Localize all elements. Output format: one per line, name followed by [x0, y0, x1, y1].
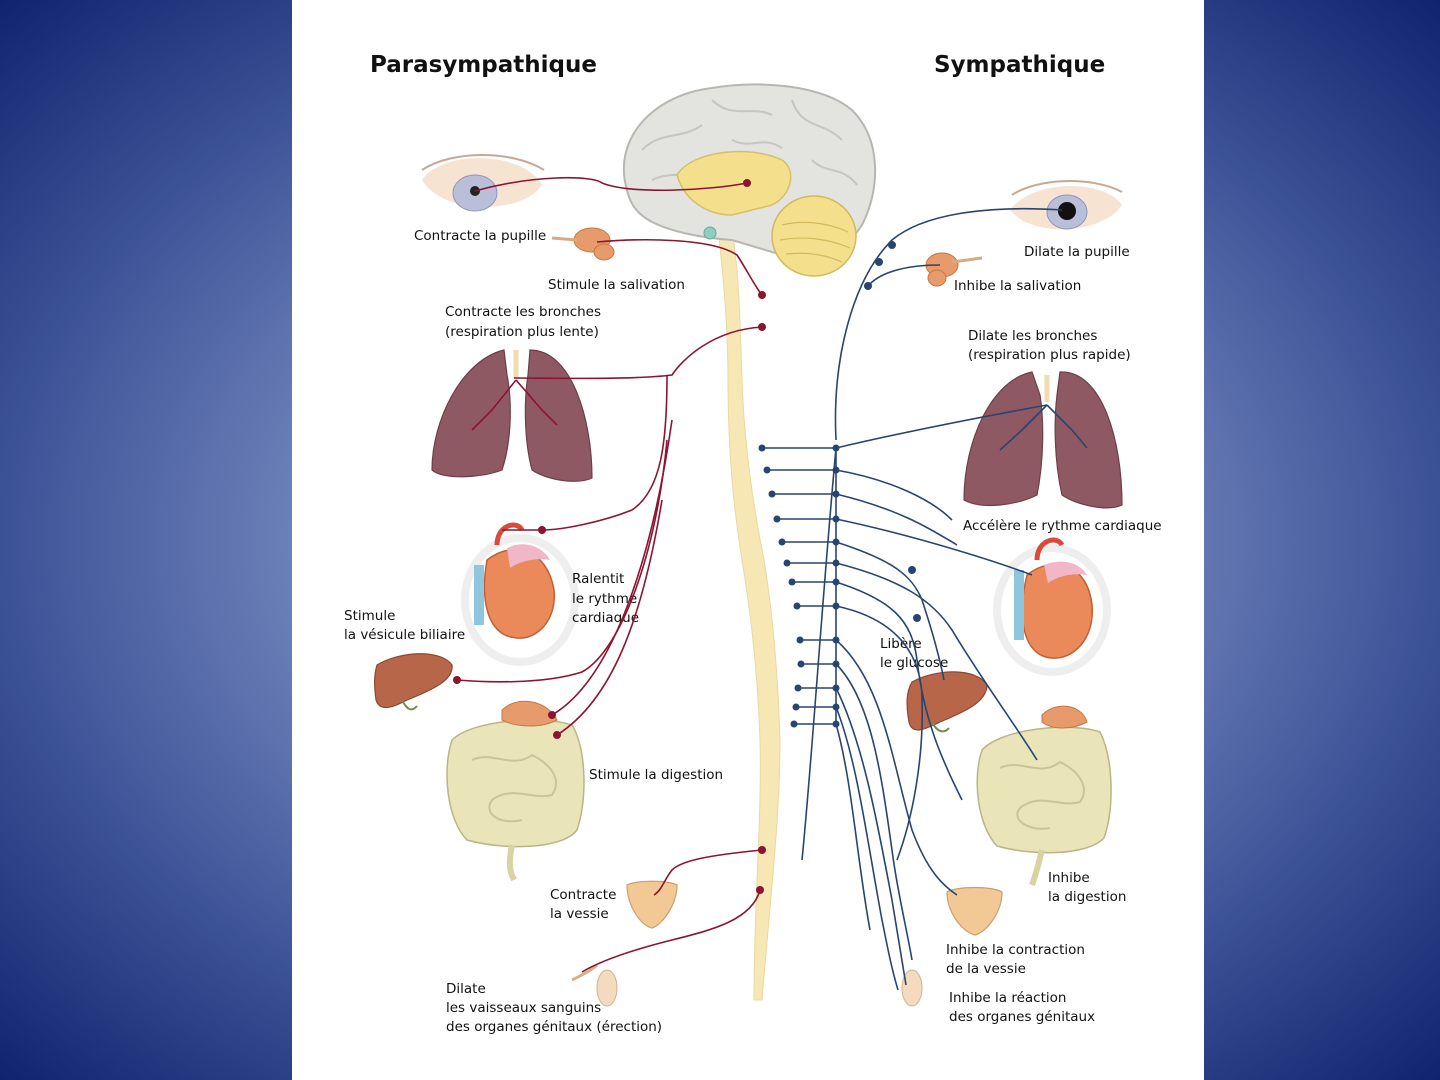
parasympathetic-heading: Parasympathique [370, 52, 597, 78]
left-lungs [431, 349, 593, 482]
brain-illustration [622, 83, 877, 277]
right-genitals [901, 969, 923, 1007]
left-salivary-gland [551, 227, 615, 261]
right-liver [906, 671, 988, 733]
right-intestines [976, 705, 1112, 887]
symp-genital-label-line2: des organes génitaux [949, 1009, 1095, 1025]
para-pupil-label: Contracte la pupille [414, 228, 546, 244]
left-eye [421, 154, 545, 212]
right-lungs [963, 371, 1123, 509]
symp-digestion-label-line2: la digestion [1048, 889, 1126, 905]
para-genital-label-line3: des organes génitaux (érection) [446, 1019, 662, 1035]
para-digestion-label: Stimule la digestion [589, 767, 723, 783]
para-bladder-label-line1: Contracte [550, 887, 616, 903]
autonomic-nervous-system-diagram: Parasympathique Sympathique Contracte la… [344, 52, 1162, 1035]
symp-glucose-label-line2: le glucose [880, 655, 948, 671]
symp-bronchi-label-line1: Dilate les bronches [968, 328, 1097, 344]
symp-salivation-label: Inhibe la salivation [954, 278, 1081, 294]
cerebellum [771, 195, 857, 277]
left-liver [374, 653, 453, 711]
para-heart-label-line1: Ralentit [572, 571, 624, 587]
para-salivation-label: Stimule la salivation [548, 277, 685, 293]
para-bronchi-label-line2: (respiration plus lente) [445, 324, 599, 340]
para-gallbladder-label-line2: la vésicule biliaire [344, 627, 465, 643]
para-genital-label-line2: les vaisseaux sanguins [446, 1000, 601, 1016]
para-genital-label-line1: Dilate [446, 981, 486, 997]
symp-bladder-label-line1: Inhibe la contraction [946, 942, 1085, 958]
spinal-cord [717, 229, 781, 1001]
sympathetic-heading: Sympathique [934, 52, 1105, 78]
symp-genital-label-line1: Inhibe la réaction [949, 990, 1066, 1006]
right-bladder [946, 886, 1003, 936]
left-heart [461, 522, 579, 666]
symp-heart-label: Accélère le rythme cardiaque [963, 518, 1162, 534]
symp-pupil-label: Dilate la pupille [1024, 244, 1130, 260]
symp-bronchi-label-line2: (respiration plus rapide) [968, 347, 1131, 363]
symp-digestion-label-line1: Inhibe [1048, 870, 1090, 886]
left-genitals [571, 963, 618, 1007]
para-heart-label-line2: le rythme [572, 591, 637, 607]
diagram-panel: Parasympathique Sympathique Contracte la… [292, 0, 1204, 1080]
para-bladder-label-line2: la vessie [550, 906, 609, 922]
symp-bladder-label-line2: de la vessie [946, 961, 1026, 977]
left-bladder [626, 880, 678, 929]
symp-glucose-label-line1: Libère [880, 636, 922, 652]
para-heart-label-line3: cardiaque [572, 610, 639, 626]
para-bronchi-label-line1: Contracte les bronches [445, 304, 601, 320]
para-gallbladder-label-line1: Stimule [344, 608, 395, 624]
right-salivary-gland [925, 252, 983, 287]
right-heart [993, 537, 1111, 676]
left-intestines [446, 700, 585, 882]
right-eye [1010, 180, 1123, 230]
